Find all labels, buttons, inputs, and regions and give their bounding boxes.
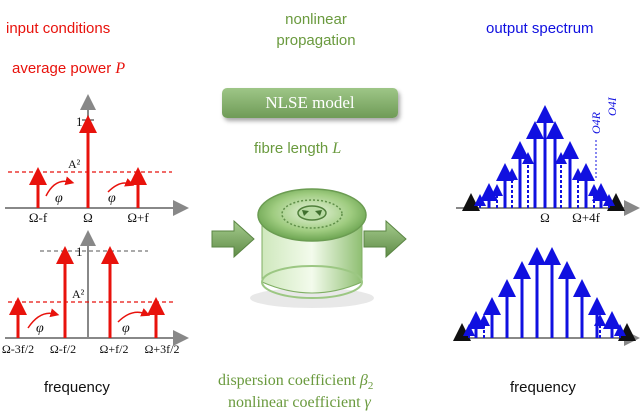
input-top-plot	[5, 94, 189, 216]
dispersion-text: dispersion coefficient	[218, 372, 356, 389]
nonlinear-text: nonlinear coefficient	[228, 394, 361, 411]
nonlinear-coefficient-label: nonlinear coefficient γ	[228, 394, 371, 412]
input-bottom-x-tick-3: Ω+3f/2	[144, 342, 179, 356]
spool-hub-hole-right	[315, 210, 322, 216]
dispersion-symbol: β	[359, 372, 368, 389]
fibre-length-symbol: L	[332, 140, 342, 157]
dispersion-coefficient-label: dispersion coefficient β2	[218, 372, 373, 392]
input-bottom-phase-left: φ	[36, 321, 44, 336]
input-bottom-tick-1: 1	[76, 244, 83, 259]
input-top-x-tick-0: Ω-f	[29, 210, 48, 225]
nlse-model-label: NLSE model	[265, 93, 355, 112]
input-top-x-tick-1: Ω	[83, 210, 93, 225]
input-bottom-phase-right: φ	[122, 321, 130, 336]
output-top-order-label-0: O4R	[589, 111, 603, 134]
fibre-length-text: fibre length	[254, 140, 329, 157]
input-top-x-tick-2: Ω+f	[127, 210, 149, 225]
spool-hub	[297, 205, 327, 221]
input-bottom-phase-arc-left	[27, 308, 60, 329]
propagation-heading: propagation	[276, 32, 356, 49]
input-top-tick-1: 1	[76, 114, 83, 129]
input-top-phase-left: φ	[55, 191, 63, 206]
input-bottom-plot	[5, 230, 189, 346]
fibre-spool	[250, 188, 374, 308]
input-bottom-x-tick-1: Ω-f/2	[50, 342, 76, 356]
dispersion-subscript: 2	[367, 380, 374, 393]
fibre-length-label: fibre length L	[254, 140, 341, 158]
input-to-fibre-arrow	[211, 219, 255, 259]
input-top-phase-arc-left	[45, 176, 75, 197]
fibre-to-output-arrow	[363, 219, 407, 259]
input-bottom-tick-a2: A²	[72, 287, 85, 301]
spool-hub-hole-left	[302, 210, 309, 216]
input-bottom-x-tick-0: Ω-3f/2	[2, 342, 34, 356]
output-top-x-tick-0: Ω	[540, 210, 550, 225]
nonlinear-heading: nonlinear	[285, 11, 347, 28]
nonlinear-symbol: γ	[364, 394, 371, 411]
input-conditions-heading: input conditions	[6, 20, 111, 37]
average-power-label: average power P	[12, 60, 125, 78]
nlse-model-box: NLSE model	[222, 88, 398, 118]
spool-bottom-rim	[261, 265, 363, 299]
average-power-text: average power	[12, 60, 112, 77]
output-top-x-tick-1: Ω+4f	[572, 210, 600, 225]
right-frequency-label: frequency	[510, 379, 576, 396]
input-bottom-phase-arc-right	[117, 308, 151, 323]
input-top-phase-arc-right	[107, 178, 135, 193]
output-bottom-plot	[453, 247, 640, 346]
output-top-plot	[456, 105, 640, 216]
spool-inner-ring	[281, 199, 343, 229]
input-bottom-x-tick-2: Ω+f/2	[99, 342, 128, 356]
power-symbol: P	[115, 60, 126, 77]
input-top-tick-a2: A²	[68, 157, 81, 171]
left-frequency-label: frequency	[44, 379, 110, 396]
input-top-phase-right: φ	[108, 191, 116, 206]
output-top-order-label-1: O4I	[605, 96, 619, 116]
output-spectrum-heading: output spectrum	[486, 20, 594, 37]
